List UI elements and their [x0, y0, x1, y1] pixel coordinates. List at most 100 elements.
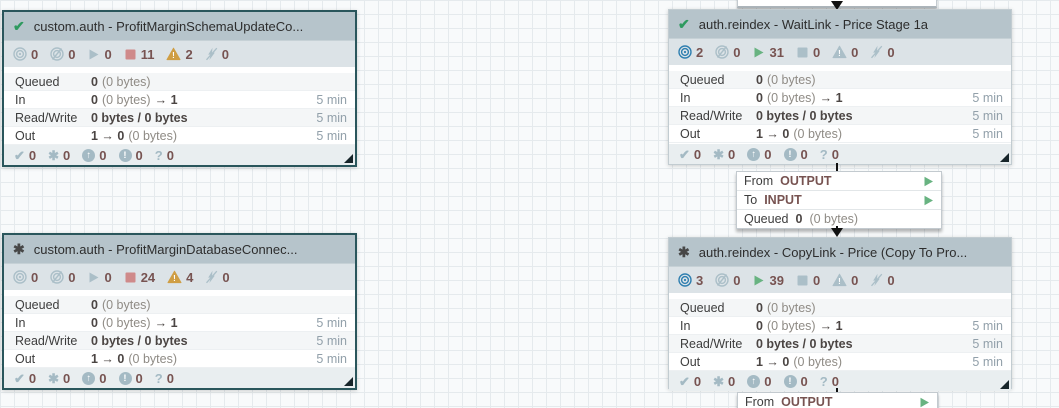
not-transmitting-icon: 0	[715, 45, 740, 60]
disabled-bolt-icon: 0	[205, 47, 229, 62]
process-group-name: auth.reindex - CopyLink - Price (Copy To…	[698, 244, 968, 260]
sync-failure-icon: ?0	[154, 147, 174, 163]
row-queued: Queued 0(0 bytes)	[669, 71, 1011, 89]
transmitting-icon: 3	[678, 273, 703, 288]
disabled-bolt-icon: 0	[870, 45, 895, 60]
valid-check-icon: ✔	[678, 16, 690, 32]
connection-to-row: To INPUT	[737, 190, 941, 209]
process-group-io-table: Queued 0(0 bytes) In 0(0 bytes)→ 1 5 min…	[669, 71, 1011, 143]
process-group-header: ✱ auth.reindex - CopyLink - Price (Copy …	[669, 238, 1011, 266]
connection-label[interactable]: From OUTPUT To INPUT Queued 0 (0 bytes)	[736, 171, 942, 229]
version-control-footer: ✔0 ✱0 ↑0 !0 ?0	[669, 371, 1011, 391]
process-group-header: ✔ auth.reindex - WaitLink - Price Stage …	[669, 10, 1011, 38]
process-group-io-table: Queued 0(0 bytes) In 0(0 bytes)→ 1 5 min…	[4, 296, 355, 368]
row-out: Out 1 → 0(0 bytes) 5 min	[669, 125, 1011, 143]
connection-arrowhead	[831, 1, 843, 10]
up-to-date-icon: ✔0	[679, 373, 702, 389]
process-group-name: custom.auth - ProfitMarginSchemaUpdateCo…	[33, 18, 304, 34]
svg-text:!: !	[838, 49, 841, 58]
running-icon: 39	[752, 273, 784, 288]
connection-label-partial-bottom[interactable]: From OUTPUT	[737, 392, 938, 408]
transmitting-icon: 0	[13, 270, 38, 285]
row-readwrite: Read/Write 0 bytes / 0 bytes 5 min	[4, 332, 355, 350]
asterisk-icon: ✱	[13, 241, 25, 257]
not-transmitting-icon: 0	[715, 273, 740, 288]
process-group-profitmargin-schema[interactable]: ✔ custom.auth - ProfitMarginSchemaUpdate…	[2, 10, 357, 167]
process-group-io-table: Queued 0(0 bytes) In 0(0 bytes)→ 1 5 min…	[669, 299, 1011, 371]
process-group-name: custom.auth - ProfitMarginDatabaseConnec…	[33, 241, 298, 257]
asterisk-icon: ✱	[678, 244, 690, 260]
transmitting-icon: 0	[13, 47, 38, 62]
process-group-profitmargin-database[interactable]: ✱ custom.auth - ProfitMarginDatabaseConn…	[2, 233, 357, 390]
process-group-stats: 2 0 31 0 ! 0 0	[669, 38, 1011, 65]
row-in: In 0(0 bytes)→ 1 5 min	[4, 91, 355, 109]
locally-modified-icon: ✱0	[713, 146, 736, 162]
connection-arrowhead	[831, 228, 843, 237]
process-group-stats: 0 0 0 11 ! 2 0	[4, 40, 355, 67]
stopped-icon: 0	[796, 45, 820, 60]
locally-modified-icon: ✱0	[48, 370, 71, 386]
process-group-stats: 0 0 0 24 ! 4 0	[4, 263, 355, 290]
stopped-icon: 24	[124, 270, 155, 285]
svg-text:!: !	[173, 274, 176, 283]
connection-line	[836, 163, 838, 172]
locally-modified-icon: ✱0	[713, 373, 736, 389]
row-queued: Queued 0(0 bytes)	[669, 299, 1011, 317]
not-transmitting-icon: 0	[50, 270, 75, 285]
invalid-warning-icon: ! 2	[166, 47, 193, 62]
locally-modified-stale-icon: !0	[783, 147, 808, 162]
disabled-bolt-icon: 0	[205, 270, 230, 285]
process-group-name: auth.reindex - WaitLink - Price Stage 1a	[698, 16, 929, 32]
version-control-footer: ✔0 ✱0 ↑0 !0 ?0	[4, 145, 355, 165]
row-readwrite: Read/Write 0 bytes / 0 bytes 5 min	[4, 109, 355, 127]
not-transmitting-icon: 0	[50, 47, 75, 62]
row-readwrite: Read/Write 0 bytes / 0 bytes 5 min	[669, 107, 1011, 125]
output-port-icon	[924, 176, 933, 186]
process-group-stats: 3 0 39 0 ! 0 0	[669, 266, 1011, 293]
sync-failure-icon: ?0	[819, 146, 839, 162]
locally-modified-stale-icon: !0	[118, 371, 143, 386]
stopped-icon: 11	[124, 47, 154, 62]
process-group-io-table: Queued 0(0 bytes) In 0(0 bytes)→ 1 5 min…	[4, 73, 355, 145]
stale-icon: ↑0	[82, 371, 107, 386]
version-control-footer: ✔0 ✱0 ↑0 !0 ?0	[669, 144, 1011, 164]
svg-text:!: !	[173, 51, 176, 60]
row-queued: Queued 0(0 bytes)	[4, 73, 355, 91]
resize-handle[interactable]	[344, 154, 353, 163]
process-group-copylink[interactable]: ✱ auth.reindex - CopyLink - Price (Copy …	[668, 237, 1012, 391]
resize-handle[interactable]	[1000, 380, 1009, 389]
locally-modified-icon: ✱0	[48, 147, 71, 163]
up-to-date-icon: ✔0	[14, 370, 37, 386]
invalid-warning-icon: ! 0	[832, 45, 858, 60]
connection-from-row: From OUTPUT	[737, 172, 941, 190]
stale-icon: ↑0	[747, 374, 772, 389]
running-icon: 0	[87, 47, 112, 62]
row-queued: Queued 0(0 bytes)	[4, 296, 355, 314]
stale-icon: ↑0	[82, 148, 107, 163]
invalid-warning-icon: ! 0	[832, 273, 858, 288]
process-group-header: ✱ custom.auth - ProfitMarginDatabaseConn…	[4, 235, 355, 263]
invalid-warning-icon: ! 4	[167, 270, 193, 285]
transmitting-icon: 2	[678, 45, 703, 60]
row-in: In 0(0 bytes)→ 1 5 min	[669, 317, 1011, 335]
stopped-icon: 0	[796, 273, 820, 288]
connection-from-row: From OUTPUT	[738, 393, 937, 408]
up-to-date-icon: ✔0	[679, 146, 702, 162]
running-icon: 31	[752, 45, 784, 60]
locally-modified-stale-icon: !0	[118, 148, 143, 163]
resize-handle[interactable]	[1000, 153, 1009, 162]
row-out: Out 1 → 0(0 bytes) 5 min	[669, 353, 1011, 371]
row-out: Out 1 → 0(0 bytes) 5 min	[4, 127, 355, 145]
resize-handle[interactable]	[344, 377, 353, 386]
row-out: Out 1 → 0(0 bytes) 5 min	[4, 350, 355, 368]
valid-check-icon: ✔	[13, 18, 25, 34]
process-group-waitlink[interactable]: ✔ auth.reindex - WaitLink - Price Stage …	[668, 9, 1012, 165]
sync-failure-icon: ?0	[819, 373, 839, 389]
version-control-footer: ✔0 ✱0 ↑0 !0 ?0	[4, 368, 355, 388]
row-in: In 0(0 bytes)→ 1 5 min	[4, 314, 355, 332]
svg-text:!: !	[838, 277, 841, 286]
output-port-icon	[920, 397, 929, 407]
process-group-header: ✔ custom.auth - ProfitMarginSchemaUpdate…	[4, 12, 355, 40]
row-readwrite: Read/Write 0 bytes / 0 bytes 5 min	[669, 335, 1011, 353]
